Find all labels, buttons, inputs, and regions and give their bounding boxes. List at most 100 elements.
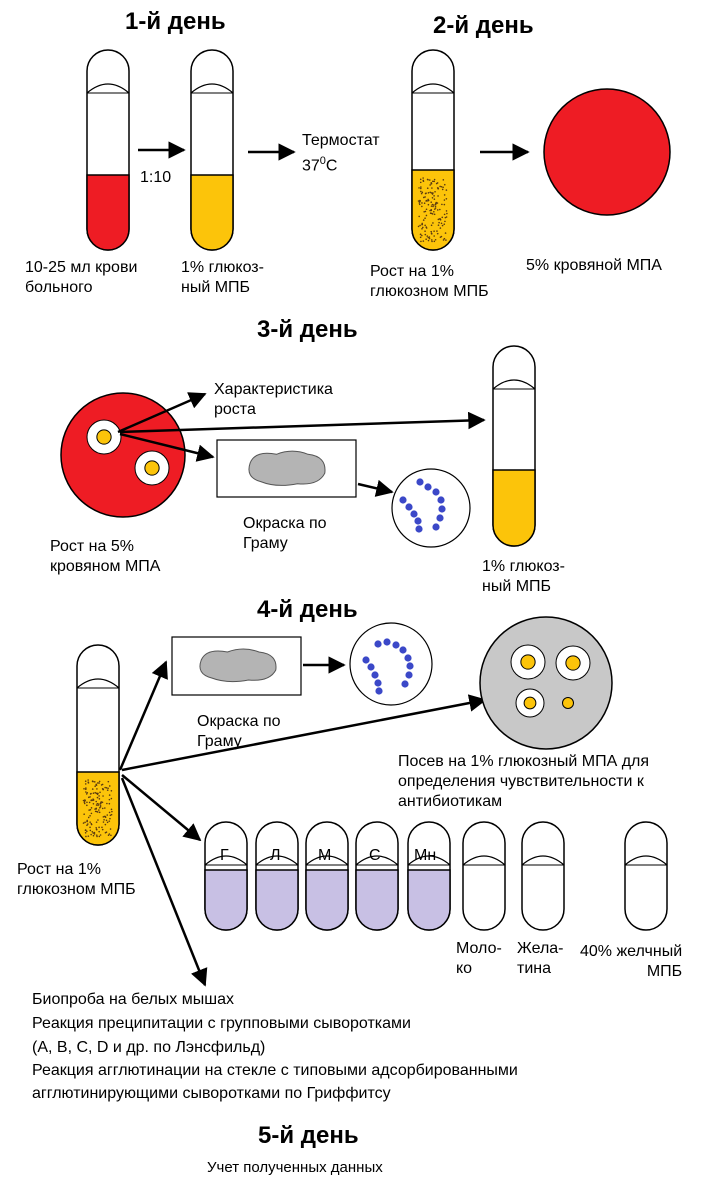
sugar-tube-5-plug	[407, 855, 451, 866]
growth-tube-day4-colony-dot	[84, 783, 87, 785]
growth-tube-day4-colony-dot	[96, 788, 98, 790]
growth-tube-day2-colony-dot	[439, 236, 442, 238]
growth-tube-day2-colony-dot	[436, 202, 439, 204]
sugar-tube-label-g: Г	[220, 847, 229, 864]
growth-tube-day2-colony-dot	[430, 212, 433, 215]
growth-tube-day2-colony-dot	[433, 210, 435, 213]
streptococci-day4-coccus	[405, 671, 413, 679]
growth-tube-day4-colony-dot	[109, 817, 111, 820]
growth-tube-day2-colony-dot	[419, 233, 422, 236]
growth-tube-day2-colony-dot	[443, 199, 446, 201]
growth-tube-day4-colony-dot	[94, 785, 96, 788]
gram-stain-label-day3: Окраска по Граму	[243, 515, 327, 552]
growth-tube-day4-colony-dot	[84, 829, 87, 832]
growth-tube-day2-colony-dot	[425, 208, 428, 211]
growth-tube-day4-colony-dot	[93, 781, 96, 783]
growth-tube-day4-colony-dot	[89, 826, 91, 829]
growth-tube-day2-colony-dot	[432, 180, 434, 183]
growth-tube-day2-colony-dot	[441, 224, 444, 227]
arrow-to-sugar-tubes	[121, 774, 202, 842]
growth-tube-day2-colony-dot	[418, 187, 420, 189]
growth-tube-day2-colony-dot	[421, 191, 424, 194]
growth-tube-day4-colony-dot	[86, 830, 88, 833]
growth-tube-day2-colony-dot	[420, 240, 422, 243]
microscope-field-day4	[349, 622, 433, 706]
growth-tube-day2-colony-dot	[430, 201, 433, 203]
growth-tube-day4-colony-dot	[89, 814, 91, 817]
inhibition-zone-a	[510, 644, 546, 680]
growth-tube-day4-colony-dot	[102, 821, 105, 823]
growth-tube-day4-colony-dot	[101, 826, 103, 829]
growth-tube-day2-colony-dot	[427, 200, 429, 202]
growth-tube-day2-colony-dot	[424, 210, 427, 213]
growth-tube-day2-colony-dot	[444, 216, 447, 219]
growth-tube-day2-colony-dot	[421, 222, 423, 225]
growth-tube-day4-colony-dot	[95, 826, 98, 829]
streptococci-day4-coccus	[367, 663, 375, 671]
growth-tube-day4-colony-dot	[98, 780, 101, 783]
sugar-tube-label-s: С	[369, 847, 381, 864]
growth-tube-day4-colony-dot	[92, 780, 94, 783]
streptococci-day4-coccus	[374, 640, 382, 648]
streptococci-day4-coccus	[371, 671, 379, 679]
growth-tube-day4-colony-dot	[94, 791, 97, 794]
milk-tube	[462, 821, 506, 931]
day-1-title: 1-й день	[125, 8, 226, 35]
growth-tube-day4-colony-dot	[85, 791, 87, 793]
growth-tube-day2-colony-dot	[427, 178, 429, 181]
blood-tube-plug	[86, 83, 130, 94]
blood-agar-label-day2: 5% кровяной МПА	[526, 257, 662, 274]
growth-tube-day2-colony-dot	[439, 208, 441, 211]
sugar-tube-2-medium	[255, 869, 299, 931]
sugar-tube-3-plug	[305, 855, 349, 866]
growth-tube-day4-colony-dot	[87, 816, 90, 819]
growth-tube-day2	[411, 49, 455, 251]
griffith-sera: агглютинирующими сыворотками по Гриффитс…	[32, 1085, 391, 1102]
growth-tube-day4-colony-dot	[104, 807, 106, 809]
growth-tube-day4-colony-dot	[87, 781, 90, 783]
growth-tube-day4-colony-dot	[96, 802, 99, 805]
broth-tube-day3	[492, 345, 536, 547]
growth-tube-day4-colony-dot	[110, 808, 113, 811]
growth-tube-day2-colony-dot	[437, 224, 440, 226]
growth-tube-day4-colony-dot	[99, 804, 102, 806]
growth-tube-day2-colony-dot	[426, 235, 429, 237]
growth-tube-day4-colony-dot	[85, 788, 87, 791]
streptococci-day3-coccus	[438, 505, 446, 513]
growth-tube-day4-colony-dot	[98, 795, 100, 797]
streptococci-day3-coccus	[399, 496, 407, 504]
day-5-title: 5-й день	[258, 1122, 359, 1149]
milk-tube-plug	[462, 855, 506, 866]
growth-tube-day2-colony-dot	[432, 205, 434, 208]
growth-tube-day2-colony-dot	[438, 221, 440, 224]
growth-tube-day2-colony-dot	[442, 239, 445, 241]
growth-tube-day4-colony-dot	[83, 801, 86, 803]
growth-tube-day4-colony-dot	[103, 815, 106, 818]
growth-tube-day2-colony-dot	[424, 233, 427, 236]
growth-tube-day2-colony-dot	[430, 230, 433, 233]
growth-tube-day4-colony-dot	[107, 787, 109, 790]
growth-tube-day4-colony-dot	[95, 784, 98, 786]
arrow-characteristic	[117, 392, 207, 434]
growth-tube-day2-colony-dot	[441, 188, 444, 191]
growth-tube-day2-colony-dot	[422, 219, 425, 221]
growth-tube-day2-colony-dot	[432, 222, 434, 224]
growth-tube-day4-colony-dot	[97, 804, 99, 807]
growth-characteristic-label: Характеристика роста	[214, 381, 333, 418]
growth-tube-day2-colony-dot	[445, 210, 448, 212]
colony-day3-b	[134, 450, 170, 486]
mouse-bioassay: Биопроба на белых мышах	[32, 991, 234, 1008]
growth-tube-day2-colony-dot	[442, 186, 444, 189]
growth-tube-day4-colony-dot	[98, 782, 100, 784]
growth-tube-day4-colony-dot	[101, 801, 104, 804]
growth-tube-day2-colony-dot	[424, 196, 426, 198]
growth-tube-day2-colony-dot	[427, 203, 430, 206]
streptococci-day3-coccus	[415, 525, 423, 533]
growth-tube-day4-colony-dot	[96, 796, 99, 799]
growth-tube-day2-colony-dot	[427, 198, 429, 201]
growth-tube-day4-colony-dot	[100, 801, 103, 803]
growth-tube-day2-colony-dot	[426, 187, 429, 189]
growth-tube-day4-colony-dot	[87, 835, 90, 837]
lancefield-groups: (А, В, С, D и др. по Лэнсфильд)	[32, 1039, 266, 1056]
